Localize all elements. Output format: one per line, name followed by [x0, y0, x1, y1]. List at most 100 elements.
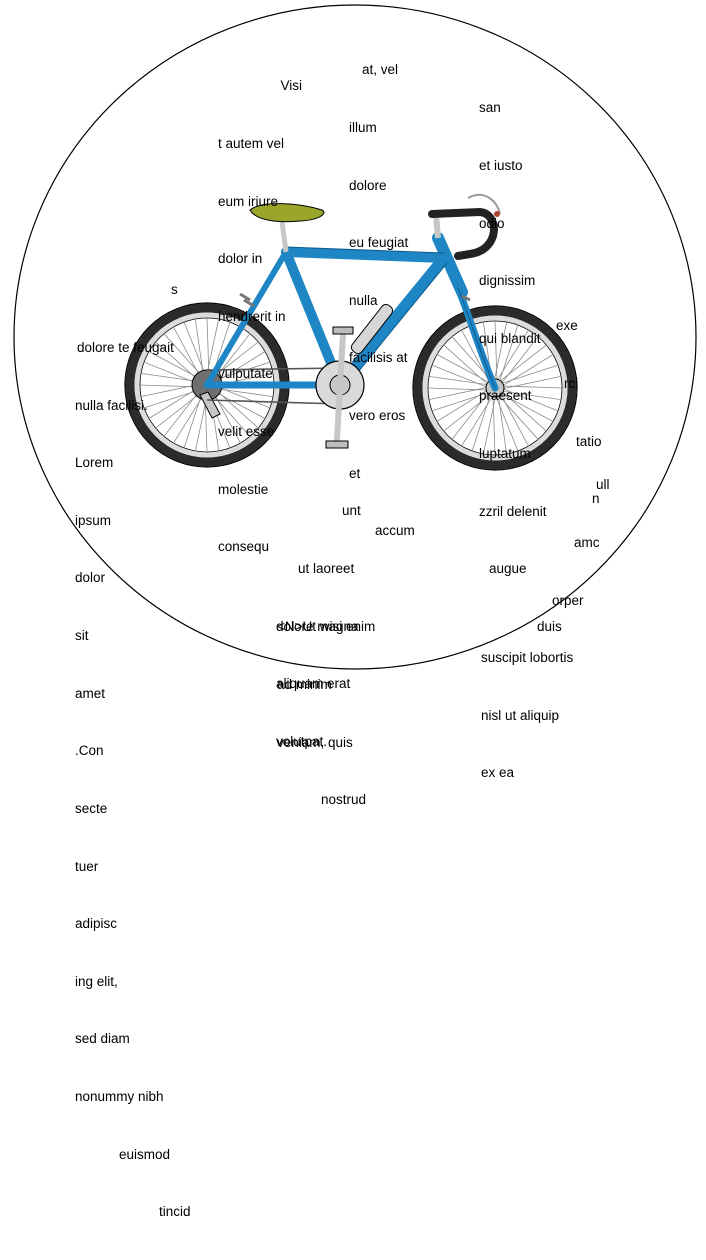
front-wheel-spoke [497, 393, 508, 455]
text-line: at, vel [362, 62, 399, 78]
text-line: .Con [75, 743, 104, 759]
rear-wheel-spoke [210, 389, 266, 419]
text-line: orper [552, 592, 584, 608]
text-line: n [592, 491, 600, 507]
bicycle-diagram [13, 4, 697, 670]
rear-wheel-spoke [212, 384, 271, 409]
handlebar [428, 207, 498, 260]
text-line: tuer [75, 858, 99, 874]
front-wheel-spoke [436, 354, 492, 384]
text-line: ut laoreet [298, 561, 355, 577]
text-line: s [171, 282, 178, 298]
rear-wheel-spoke [155, 341, 202, 384]
text-line: vero eros [349, 408, 406, 424]
front-wheel-spoke [461, 329, 491, 385]
text-line: facilisis at [349, 350, 408, 366]
front-wheel-spoke [492, 393, 496, 456]
rear-wheel-spoke [211, 388, 241, 444]
text-line: accum [375, 523, 415, 539]
text-line: nostrud [321, 792, 367, 808]
derailleur [199, 391, 221, 419]
text-block-right-mid: exe rci tatio n [556, 278, 616, 547]
front-wheel-spoke [495, 329, 529, 383]
text-line: sit [75, 628, 89, 644]
seat-stay [204, 249, 289, 388]
rear-wheel-spoke [212, 386, 259, 429]
text-block-top-right: san et iusto odio dignissim qui blandit … [479, 60, 579, 675]
text-line: odio [479, 215, 505, 231]
rear-brake [239, 292, 255, 308]
front-wheel-spoke [499, 364, 559, 385]
rear-wheel-spoke [148, 385, 202, 419]
front-wheel-spoke [500, 354, 554, 388]
bicycle-icon [124, 193, 578, 471]
crank-arm-down [334, 382, 343, 443]
text-line: illum [349, 120, 377, 136]
text-line: ex ea [481, 765, 515, 781]
text-line: velit esse [218, 424, 275, 440]
rear-wheel-spoke [208, 390, 251, 437]
bottle [350, 303, 394, 355]
text-line: ad minim [277, 677, 332, 693]
front-wheel-spoke [461, 393, 495, 447]
front-wheel-spoke [494, 393, 519, 452]
rear-wheel-spoke [209, 341, 259, 381]
rear-wheel-spoke [194, 318, 205, 380]
text-line: nisl ut aliquip [481, 707, 560, 723]
stem [433, 213, 441, 239]
front-wheel-tire-outer [412, 305, 578, 471]
head-tube [432, 232, 468, 298]
text-line: adipisc [75, 916, 118, 932]
text-line: et iusto [479, 158, 523, 174]
front-wheel-spoke [498, 392, 554, 422]
text-line: amet [75, 685, 106, 701]
text-line: t autem vel [218, 136, 285, 152]
top-tube [281, 247, 449, 263]
text-line: hendrerit in [218, 308, 286, 324]
text-line: vulputate [218, 366, 273, 382]
front-wheel-spoke [443, 344, 490, 387]
front-wheel-spoke [494, 320, 498, 383]
text-line: eu feugiat [349, 235, 409, 251]
text-line: Visi [280, 78, 302, 94]
rear-wheel-spoke [140, 372, 202, 383]
text-line: ull [596, 477, 610, 493]
rear-wheel-spoke [212, 351, 266, 385]
text-block-top-left: Visi t autem vel eum iriure dolor in hen… [212, 38, 302, 595]
rear-wheel-spoke [143, 388, 203, 409]
pedal-bottom [325, 440, 349, 449]
rear-wheel-spoke [173, 326, 203, 382]
diagram-canvas: Visi t autem vel eum iriure dolor in hen… [13, 4, 697, 1219]
text-line: euismod [119, 1146, 171, 1162]
text-line: <N>Ut wisi enim [277, 619, 376, 635]
text-block-right-low: ull amc orper suscipit lobortis nisl ut … [481, 437, 621, 821]
rear-wheel-spoke [163, 333, 206, 380]
text-line: qui blandit [479, 330, 541, 346]
text-line: nulla [349, 292, 378, 308]
front-wheel-spoke [493, 321, 508, 383]
rear-wheel-spoke [143, 361, 202, 386]
brake-cable [467, 193, 501, 215]
text-line: tatio [576, 433, 602, 449]
rear-wheel-spoke [183, 389, 204, 449]
text-line: dolore magna [276, 618, 359, 634]
seat-post [279, 221, 289, 253]
front-wheel-spoke [498, 324, 519, 384]
rear-wheel-spoke [173, 390, 207, 444]
text-line: suscipit lobortis [481, 650, 574, 666]
text-line: ipsum [75, 512, 112, 528]
front-wheel-spoke [443, 392, 493, 432]
text-line: secte [75, 800, 108, 816]
front-wheel-tire [413, 306, 577, 470]
front-wheel-spoke [500, 389, 547, 432]
brake-lever [494, 211, 500, 217]
rear-wheel-spoke [155, 389, 205, 429]
text-line: et [349, 465, 361, 481]
text-line: rci [564, 376, 579, 392]
text-line: dignissim [479, 273, 536, 289]
rear-wheel-spoke [211, 361, 271, 382]
rear-wheel-spoke [211, 333, 251, 383]
text-line: praesent [479, 388, 532, 404]
text-line: tincid [159, 1204, 191, 1220]
chain [206, 367, 341, 405]
